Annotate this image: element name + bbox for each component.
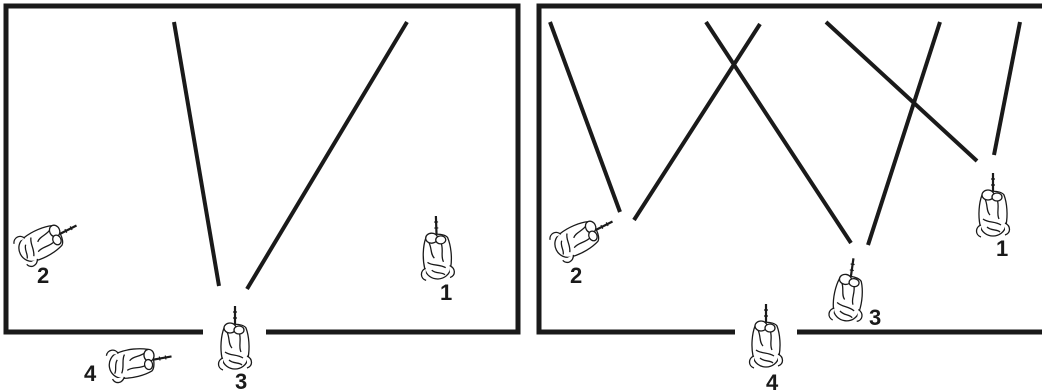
soldier-number-label: 4 [766, 370, 779, 392]
left-sector-line [172, 21, 221, 287]
soldier-figure [975, 171, 1011, 239]
soldier-number-label: 3 [869, 305, 881, 330]
soldier-figure [104, 339, 176, 385]
right-sector-line [824, 20, 979, 163]
right-sector-line [704, 20, 853, 245]
soldier-number-label: 3 [235, 369, 247, 392]
right-sector-line [992, 21, 1022, 156]
left-room-wall [3, 3, 521, 335]
soldier-number-label: 1 [440, 280, 452, 305]
right-sector-line [548, 21, 622, 213]
soldier-figure [217, 304, 253, 372]
soldier-number-label: 1 [996, 236, 1008, 261]
left-panel: 1 2 3 4 [3, 3, 521, 392]
soldier-figure [418, 214, 456, 282]
soldier-figure [827, 254, 871, 326]
left-sector-line [245, 20, 409, 291]
soldier-figure [748, 302, 784, 370]
right-sector-line [632, 22, 762, 222]
right-room-wall [536, 3, 1042, 335]
soldier-number-label: 2 [37, 263, 49, 288]
right-panel: 1 2 3 4 [536, 3, 1042, 392]
soldier-number-label: 2 [570, 263, 582, 288]
soldier-number-label: 4 [84, 361, 97, 386]
soldier-figure [10, 209, 86, 271]
right-sector-line [866, 21, 942, 246]
soldier-figure [546, 205, 622, 267]
